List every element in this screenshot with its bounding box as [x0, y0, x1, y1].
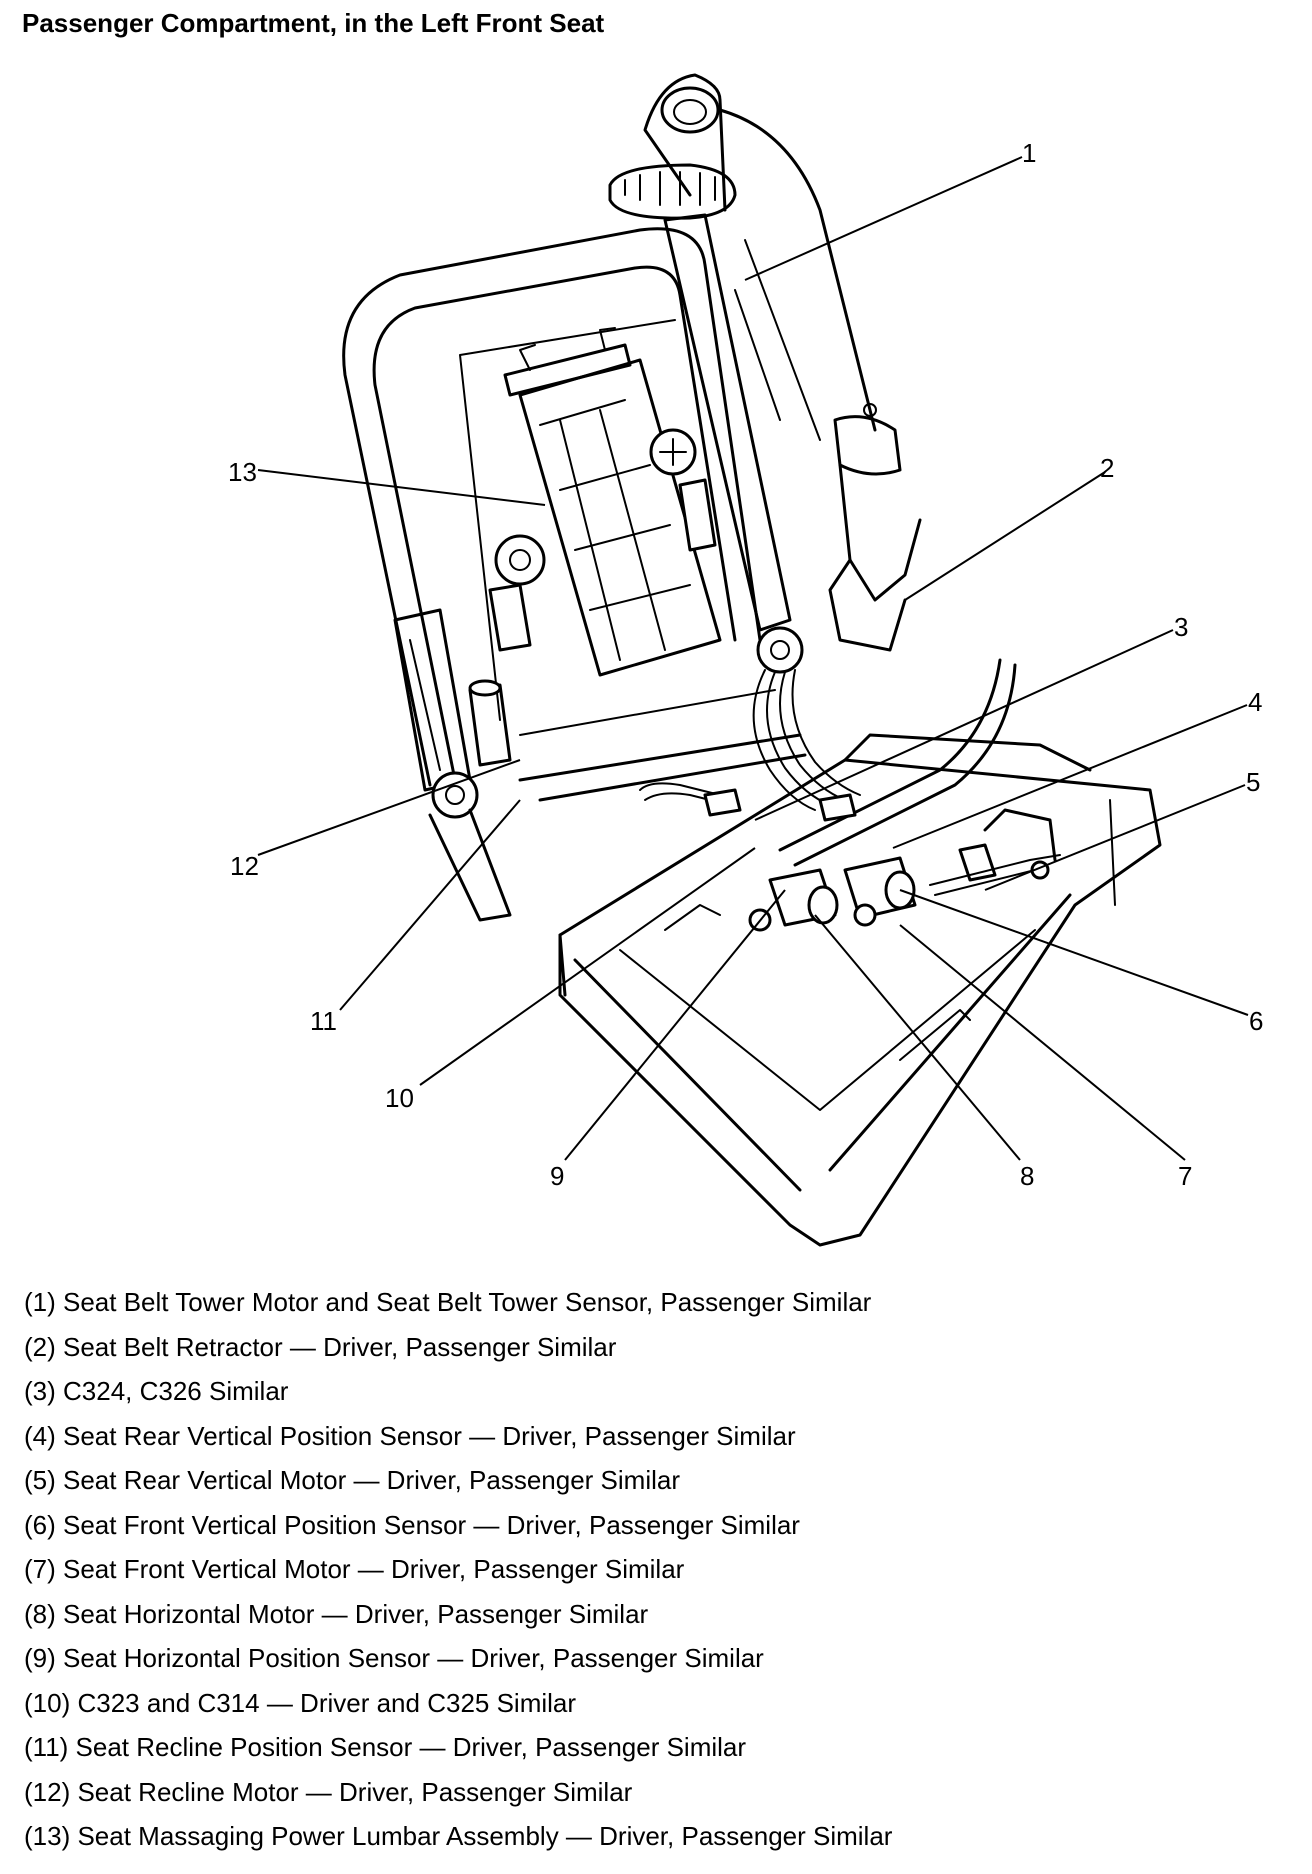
lumbar-assembly — [488, 327, 722, 677]
legend-item: (12) Seat Recline Motor — Driver, Passen… — [24, 1776, 633, 1807]
callout-6: 6 — [1249, 1006, 1263, 1036]
callout-2: 2 — [1100, 453, 1114, 483]
seat-adjuster-motors — [748, 808, 1061, 932]
callout-3: 3 — [1174, 612, 1188, 642]
seat-back-frame — [342, 227, 807, 922]
callout-5: 5 — [1246, 767, 1260, 797]
wiring-harness — [639, 626, 1017, 867]
callout-10: 10 — [385, 1083, 414, 1113]
leader-lines — [257, 156, 1249, 1161]
legend-item: (6) Seat Front Vertical Position Sensor … — [24, 1509, 800, 1540]
callout-11: 11 — [310, 1006, 337, 1036]
legend-item: (7) Seat Front Vertical Motor — Driver, … — [24, 1554, 685, 1584]
legend-item: (5) Seat Rear Vertical Motor — Driver, P… — [24, 1465, 680, 1495]
legend-item: (3) C324, C326 Similar — [24, 1376, 289, 1406]
legend-item: (8) Seat Horizontal Motor — Driver, Pass… — [24, 1598, 649, 1629]
legend-item: (1) Seat Belt Tower Motor and Seat Belt … — [24, 1287, 872, 1317]
callout-4: 4 — [1248, 687, 1262, 717]
seat-frame-diagram: 1 2 3 4 5 6 7 8 9 10 11 12 13 — [228, 73, 1263, 1247]
legend-item: (4) Seat Rear Vertical Position Sensor —… — [24, 1420, 796, 1451]
legend-item: (9) Seat Horizontal Position Sensor — Dr… — [24, 1643, 764, 1673]
legend-list: (1) Seat Belt Tower Motor and Seat Belt … — [24, 1280, 892, 1859]
callout-12: 12 — [230, 851, 259, 881]
seat-cushion-tray — [558, 733, 1162, 1247]
callout-13: 13 — [228, 457, 257, 487]
callout-8: 8 — [1020, 1161, 1034, 1191]
legend-item: (13) Seat Massaging Power Lumbar Assembl… — [24, 1821, 893, 1851]
callout-1: 1 — [1022, 138, 1036, 168]
callout-7: 7 — [1178, 1161, 1192, 1191]
legend-item: (11) Seat Recline Position Sensor — Driv… — [24, 1732, 747, 1762]
page-title: Passenger Compartment, in the Left Front… — [22, 8, 605, 38]
callout-9: 9 — [550, 1161, 564, 1191]
callouts: 1 2 3 4 5 6 7 8 9 10 11 12 13 — [228, 138, 1263, 1191]
legend-item: (10) C323 and C314 — Driver and C325 Sim… — [24, 1687, 577, 1718]
legend-item: (2) Seat Belt Retractor — Driver, Passen… — [24, 1331, 617, 1362]
seat-belt-tower — [608, 73, 922, 652]
